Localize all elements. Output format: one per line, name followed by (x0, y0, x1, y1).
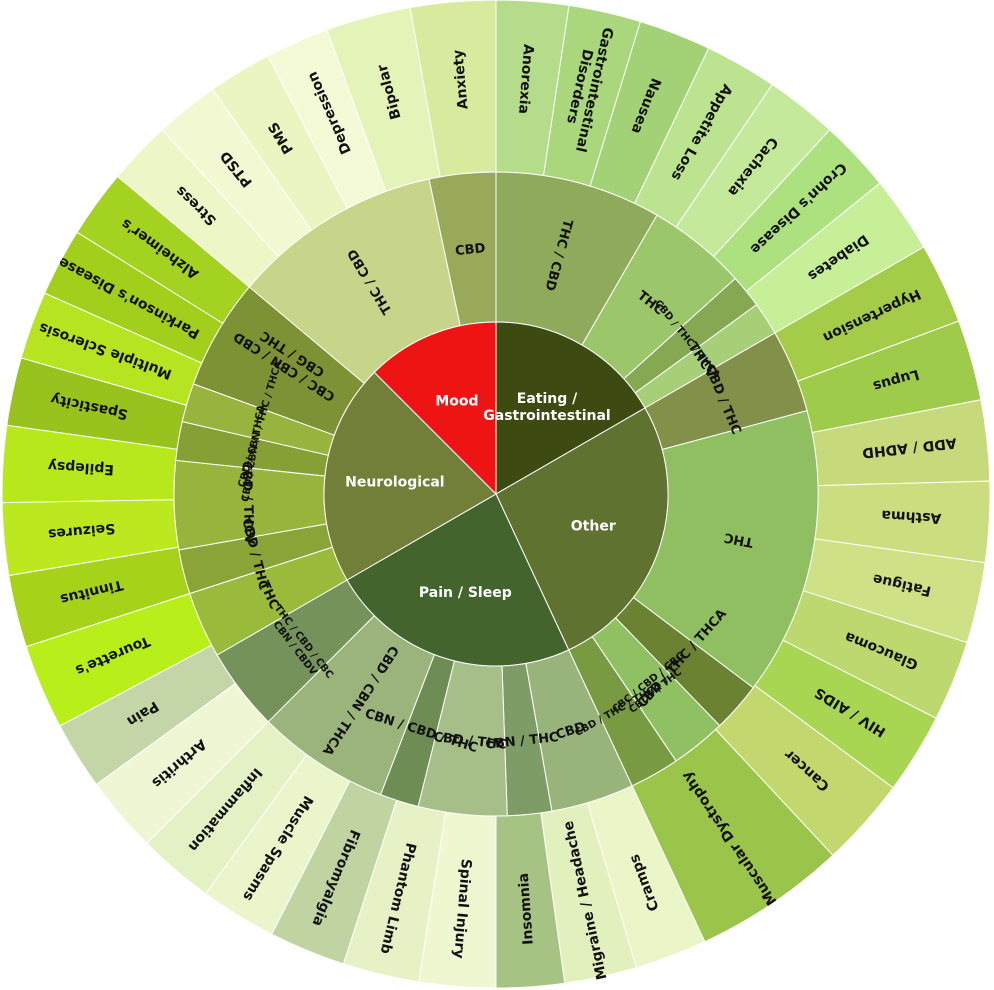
condition-anxiety-label: Anxiety (450, 49, 471, 110)
category-neuro-label: Neurological (345, 475, 444, 491)
cannabinoid-neuro-cbd-thcv-label: CBD / THCV (238, 461, 256, 545)
category-neuro-segment (323, 371, 497, 581)
category-mood-segment (373, 321, 497, 496)
cannabinoid-other-thc-label: THC (723, 529, 755, 549)
cannabinoid-ring (173, 171, 819, 817)
category-eating-label: Eating /Gastrointestinal (483, 391, 610, 424)
category-other-label: Other (571, 519, 616, 535)
category-other-segment (495, 407, 669, 651)
condition-spinal-injury-label: Spinal Injury (450, 858, 474, 959)
cannabinoid-mood-cbd-label: CBD (455, 241, 487, 259)
category-ring (323, 321, 669, 667)
category-pain-label: Pain / Sleep (419, 585, 512, 601)
condition-insomnia-label: Insomnia (516, 872, 537, 945)
condition-epilepsy-label: Epilepsy (47, 457, 114, 477)
condition-anorexia-label: Anorexia (515, 43, 536, 114)
category-eating-segment (495, 321, 646, 495)
category-mood-label: Mood (435, 394, 478, 410)
category-pain-segment (346, 493, 570, 667)
condition-seizures-label: Seizures (47, 520, 115, 542)
condition-asthma-label: Asthma (881, 507, 942, 526)
